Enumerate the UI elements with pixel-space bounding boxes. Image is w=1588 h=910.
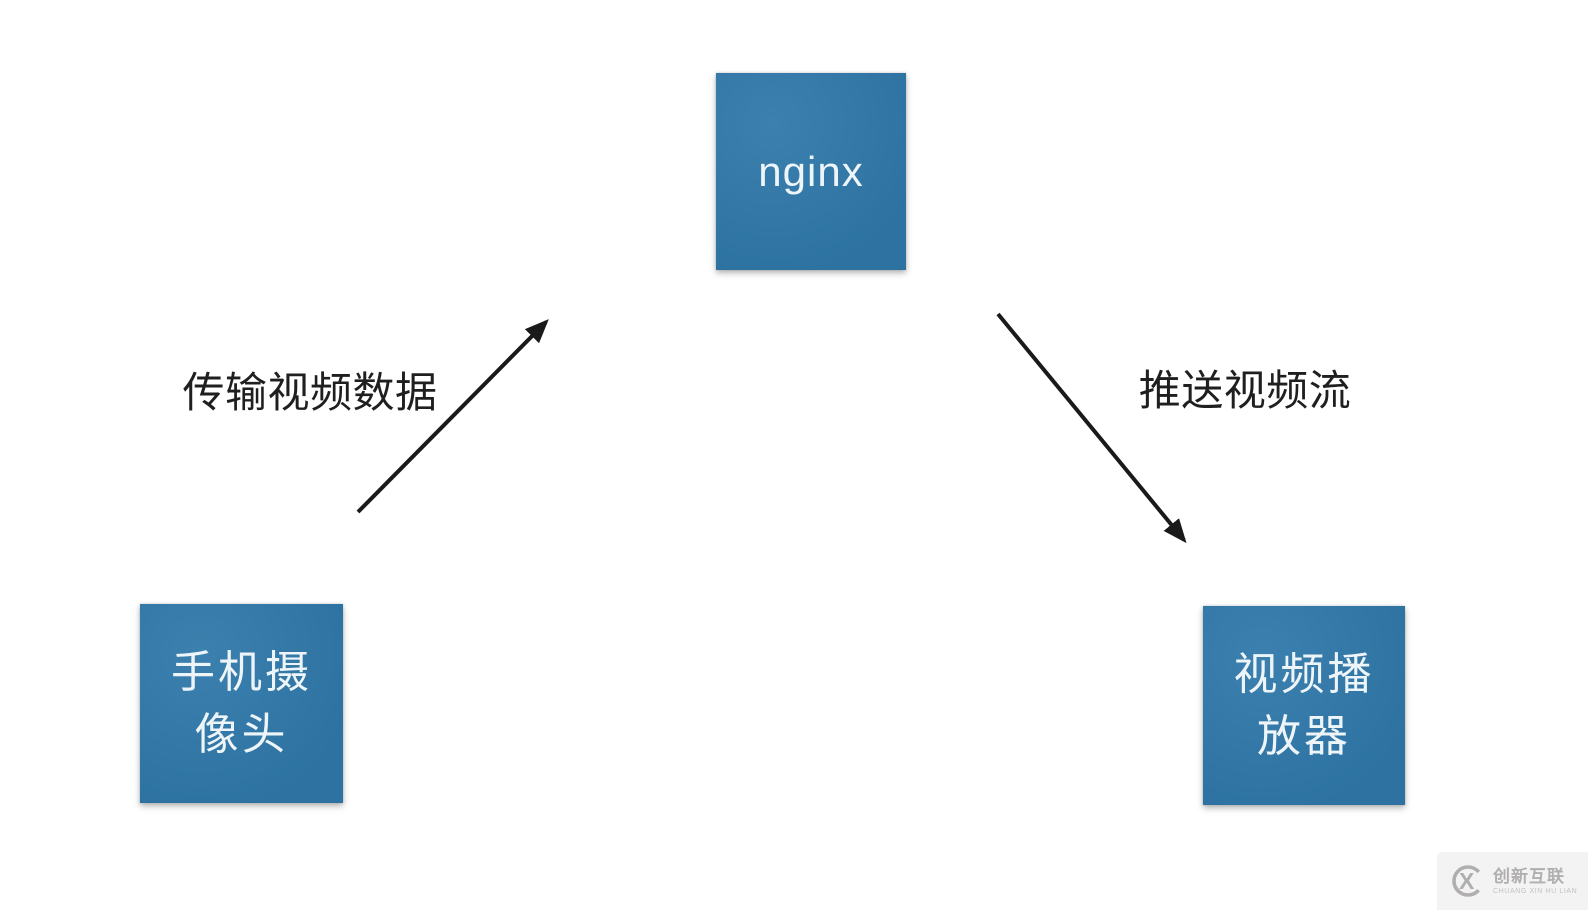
arrow-nginx-to-player [996,312,1187,544]
watermark-text: 创新互联 CHUANG XIN HU LIAN [1493,868,1577,895]
node-video-player-label-line1: 视频播 [1233,649,1375,699]
node-phone-camera: 手机摄 像头 [140,604,343,803]
edge-label-push-video-stream: 推送视频流 [1138,367,1352,414]
node-nginx-label: nginx [758,147,864,195]
node-phone-camera-label-line2: 像头 [194,709,289,759]
watermark-subtext: CHUANG XIN HU LIAN [1493,887,1578,895]
watermark-brand: 创新互联 [1493,866,1565,886]
node-video-player-label-line2: 放器 [1257,711,1351,761]
edge-label-transfer-video-data: 传输视频数据 [182,369,438,416]
watermark-logo-icon: X [1452,865,1484,897]
watermark: X 创新互联 CHUANG XIN HU LIAN [1437,852,1588,910]
node-phone-camera-label-line1: 手机摄 [171,647,312,697]
node-nginx: nginx [716,73,906,270]
node-video-player: 视频播 放器 [1203,606,1405,805]
svg-text:X: X [1459,868,1475,894]
